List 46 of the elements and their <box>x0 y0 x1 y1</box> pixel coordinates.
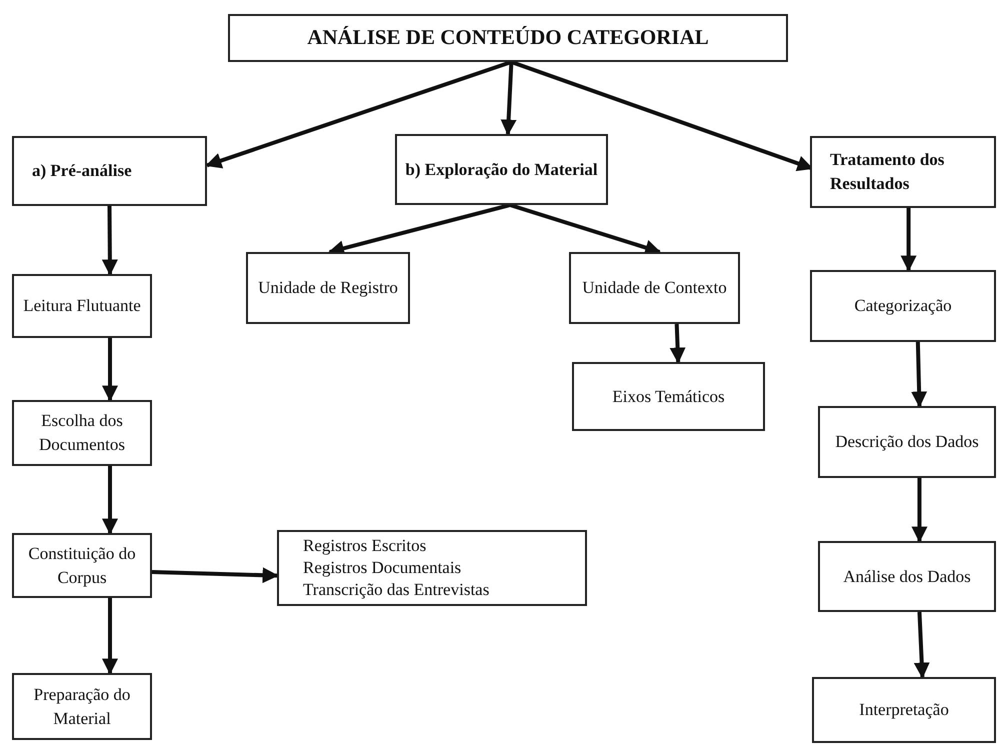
process-box <box>569 252 740 324</box>
box-label: Registros Escritos <box>303 534 426 557</box>
box-label: Eixos Temáticos <box>611 386 726 408</box>
box-label: Categorização <box>853 295 953 318</box>
process-box <box>277 530 587 606</box>
process-box <box>395 134 608 205</box>
arrow <box>102 598 118 675</box>
arrow <box>911 342 928 408</box>
process-box <box>818 541 996 612</box>
process-box <box>228 14 788 62</box>
box-label: Tratamento dos Resultados <box>830 149 946 195</box>
arrow <box>205 60 512 168</box>
box-label: Descrição dos Dados <box>834 431 980 454</box>
box-label: Escolha dos Documentos <box>38 410 126 456</box>
box-label: ANÁLISE DE CONTEÚDO CATEGORIAL <box>306 24 710 52</box>
box-label: Preparação do Material <box>32 684 132 730</box>
box-label: Análise dos Dados <box>842 566 972 588</box>
process-box <box>12 533 152 598</box>
box-label: b) Exploração do Material <box>404 158 599 181</box>
arrow <box>900 208 917 272</box>
arrow <box>500 62 517 136</box>
box-label: Unidade de Contexto <box>581 277 728 300</box>
process-box <box>12 400 152 466</box>
arrow <box>102 206 118 276</box>
process-box <box>12 136 207 206</box>
box-label: Leitura Flutuante <box>22 295 142 318</box>
process-box <box>810 270 996 342</box>
process-box <box>812 677 996 743</box>
arrow <box>670 324 686 364</box>
arrow <box>152 567 279 584</box>
box-label: Unidade de Registro <box>257 277 399 300</box>
box-label: a) Pré-análise <box>32 160 133 182</box>
process-box <box>810 136 996 208</box>
arrow <box>914 612 930 679</box>
box-label: Constituição do Corpus <box>27 542 137 589</box>
box-label: Transcrição das Entrevistas <box>303 579 490 602</box>
box-label: Registros Documentais <box>303 556 462 579</box>
process-box <box>818 406 996 478</box>
process-box <box>12 673 152 740</box>
process-box <box>246 252 410 324</box>
process-box <box>12 274 152 338</box>
arrow <box>102 466 118 535</box>
arrow <box>102 338 118 402</box>
arrow <box>911 478 928 543</box>
box-label: Interpretação <box>858 699 950 722</box>
process-box <box>572 362 765 431</box>
